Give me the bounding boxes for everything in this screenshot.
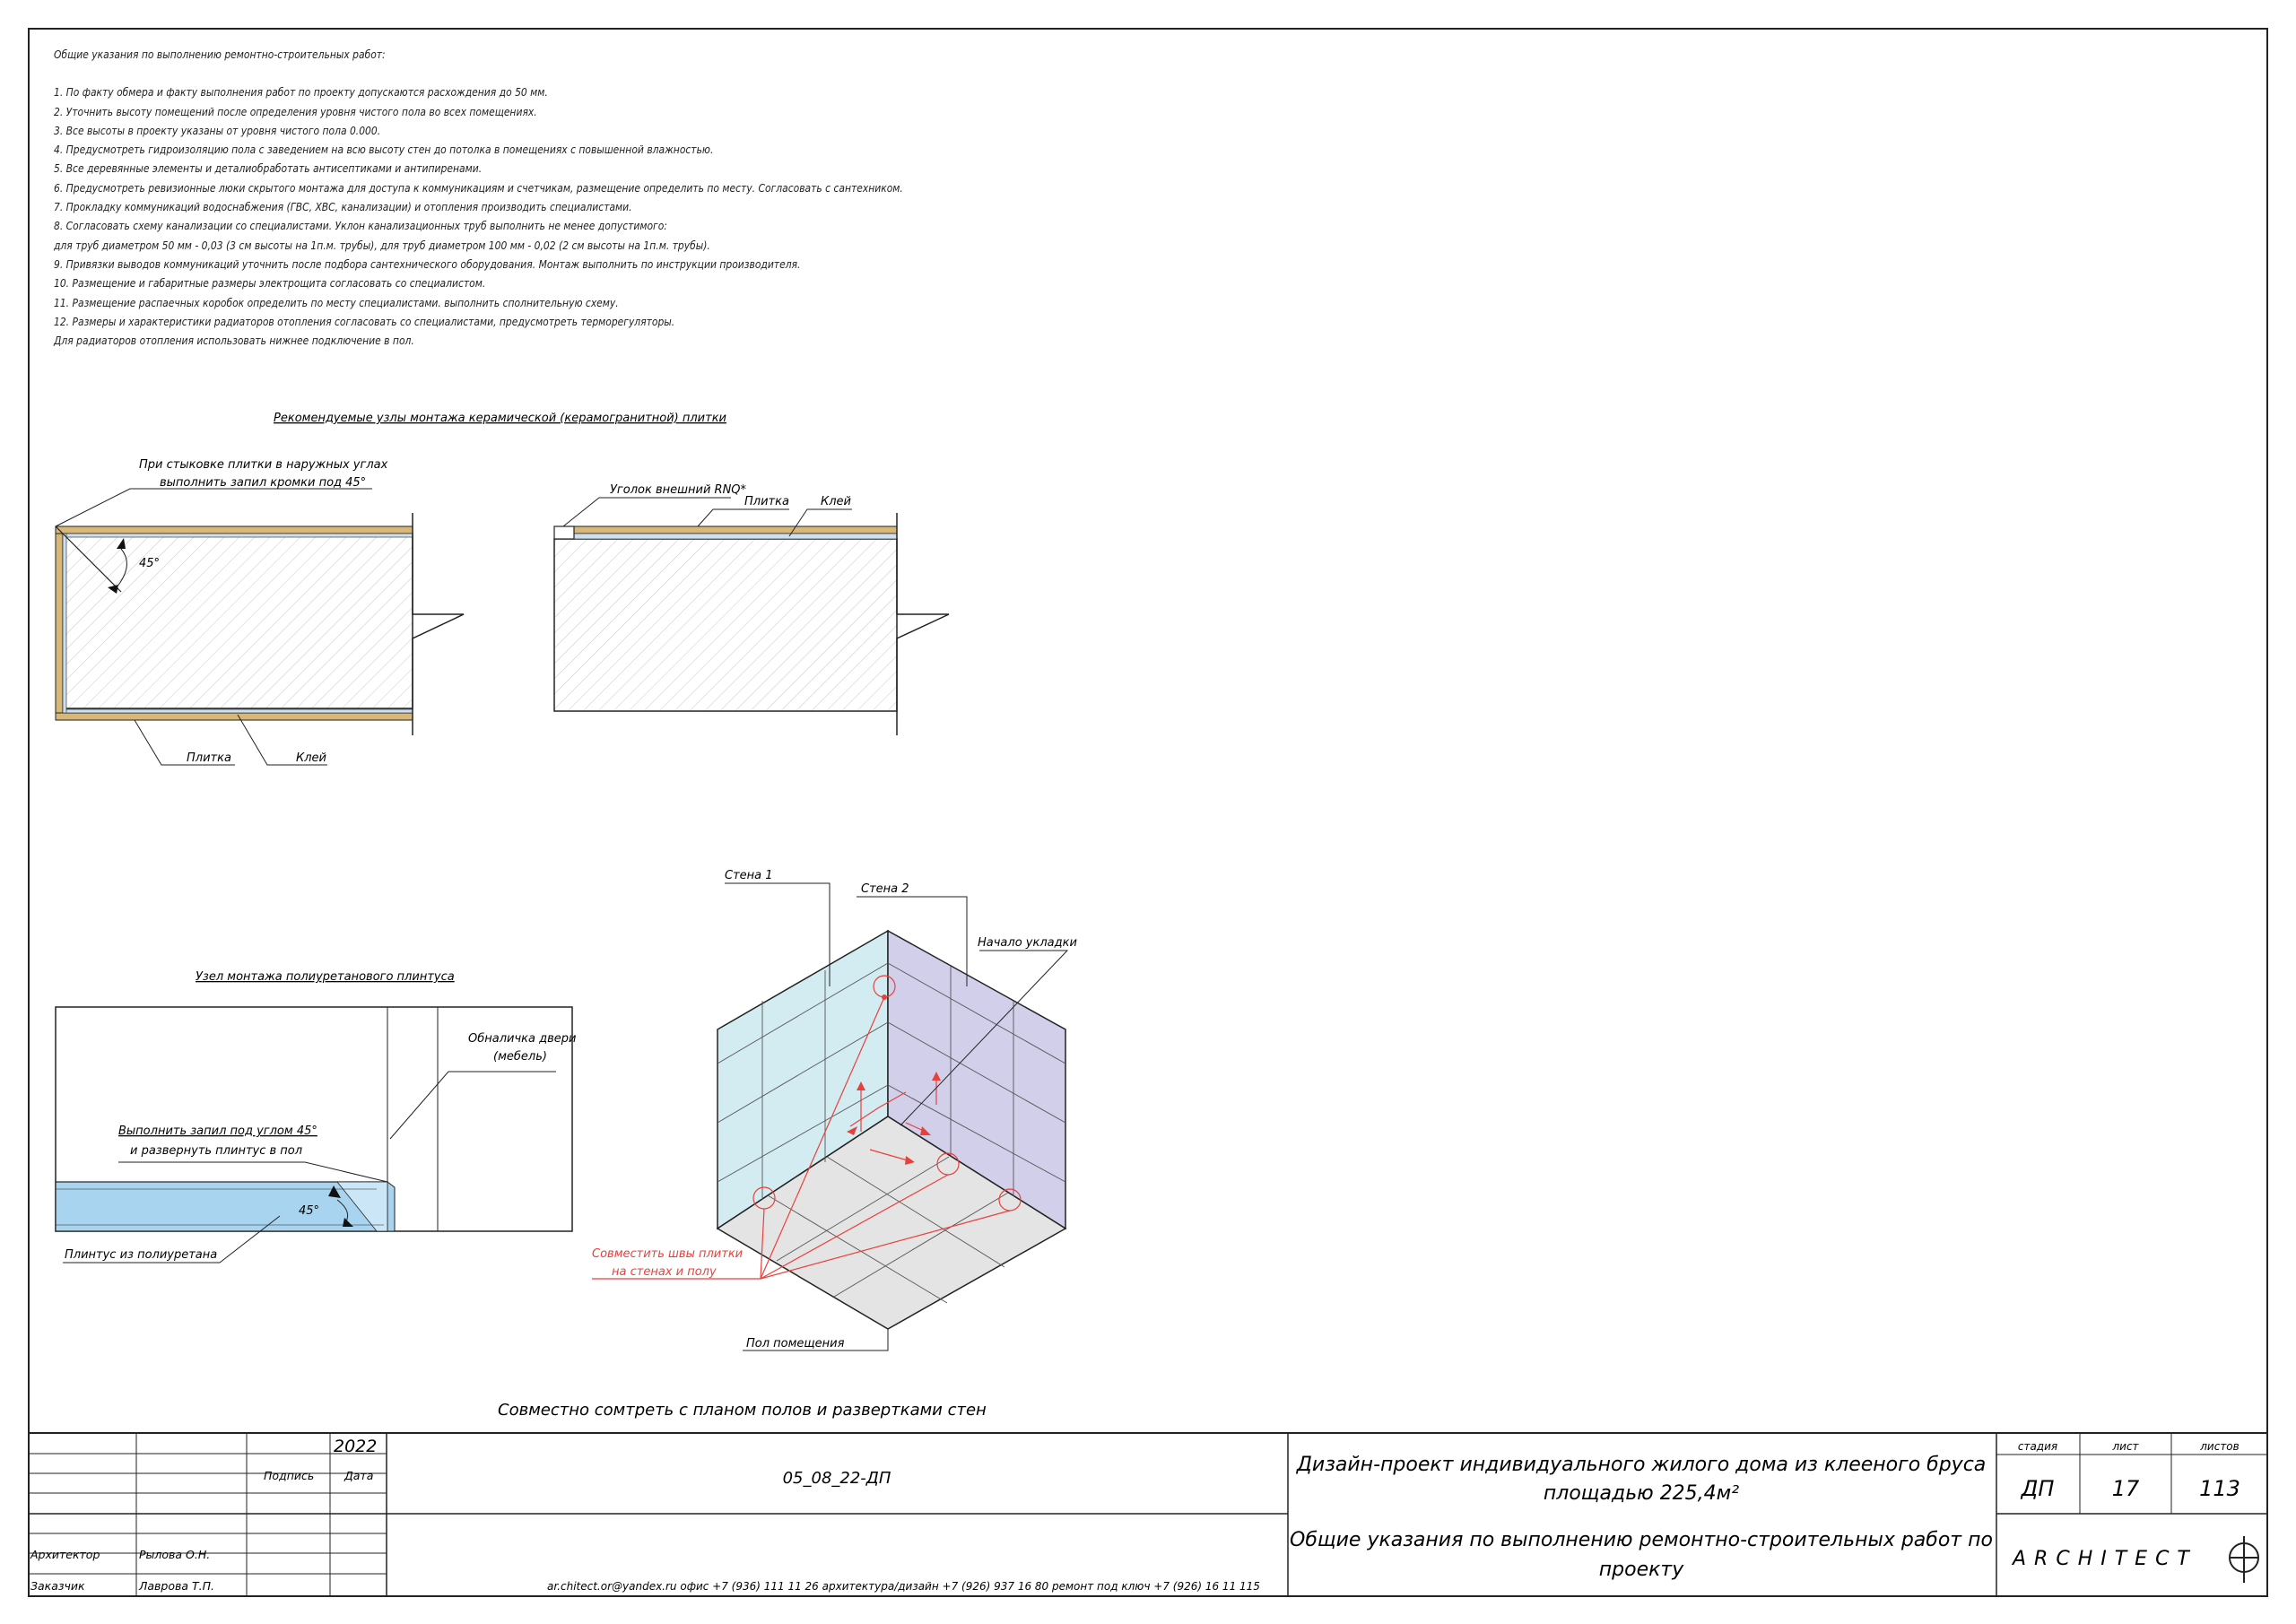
- architect-name: Рылова О.Н.: [139, 1548, 210, 1561]
- note-item: Для радиаторов отопления использовать ни…: [54, 334, 414, 348]
- tile-profile-detail: Уголок внешний RNQ* Плитка Клей: [553, 483, 950, 735]
- sheets-header: листов: [2199, 1440, 2239, 1453]
- note-item: 3. Все высоты в проекту указаны от уровн…: [54, 123, 381, 137]
- skirting-cut-line2: и развернуть плинтус в пол: [130, 1144, 302, 1158]
- client-role: Заказчик: [30, 1579, 85, 1593]
- note-item: 1. По факту обмера и факту выполнения ра…: [54, 85, 548, 100]
- joint-label-line2: на стенах и полу: [612, 1265, 717, 1279]
- start-label: Начало укладки: [978, 936, 1077, 950]
- sheet-value: 17: [2112, 1476, 2140, 1501]
- year: 2022: [334, 1437, 377, 1456]
- skirting-cut-line1: Выполнить запил под углом 45°: [118, 1125, 317, 1138]
- glue-label-2: Клей: [821, 495, 851, 508]
- note-item: 5. Все деревянные элементы и деталиобраб…: [54, 161, 483, 176]
- title-block: [28, 1432, 2268, 1597]
- sheet-header: лист: [2111, 1440, 2139, 1453]
- glue-label: Клей: [296, 751, 326, 765]
- signature-header: Подпись: [264, 1469, 314, 1482]
- architect-role: Архитектор: [30, 1548, 100, 1561]
- joint-label-line1: Совместить швы плитки: [592, 1247, 743, 1261]
- architect-logo: ARCHITECT: [2011, 1548, 2197, 1570]
- skirting-detail: Узел монтажа полиуретанового плинтуса 45…: [55, 970, 576, 1264]
- skirting-material: Плинтус из полиуретана: [65, 1248, 217, 1262]
- tile-note-line2: выполнить запил кромки под 45°: [160, 476, 366, 490]
- date-header: Дата: [344, 1469, 373, 1482]
- wall1-label: Стена 1: [725, 869, 773, 882]
- note-item: 12. Размеры и характеристики радиаторов …: [54, 314, 675, 328]
- sheet-frame: [28, 28, 2268, 1597]
- stage-value: ДП: [2021, 1476, 2055, 1501]
- tile-angle-label: 45°: [139, 557, 160, 570]
- tile-label: Плитка: [187, 751, 231, 765]
- note-item: 6. Предусмотреть ревизионные люки скрыто…: [54, 180, 903, 195]
- note-item: 10. Размещение и габаритные размеры элек…: [54, 276, 486, 291]
- floor-label: Пол помещения: [746, 1337, 845, 1350]
- footer-note: Совместно сомтреть с планом полов и разв…: [498, 1401, 987, 1420]
- note-item: 11. Размещение распаечных коробок опреде…: [54, 295, 619, 309]
- note-item: 2. Уточнить высоту помещений после опред…: [54, 104, 537, 118]
- sheet-title-line1: Общие указания по выполнению ремонтно-ст…: [1290, 1529, 1993, 1551]
- logo-mark-icon: [2229, 1536, 2259, 1583]
- iso-tile-scheme: Стена 1 Стена 2 Начало укладки Совместит…: [592, 869, 1077, 1351]
- stage-header: стадия: [2018, 1440, 2057, 1453]
- title-block-text: 2022 Подпись Дата Архитектор Рылова О.Н.…: [30, 1437, 2259, 1593]
- sheets-value: 113: [2199, 1476, 2240, 1501]
- note-item: 7. Прокладку коммуникаций водоснабжения …: [54, 200, 632, 214]
- tile-note-line1: При стыковке плитки в наружных углах: [139, 458, 388, 472]
- project-title-line1: Дизайн-проект индивидуального жилого дом…: [1296, 1454, 1987, 1476]
- wall2-label: Стена 2: [861, 882, 909, 896]
- notes-heading: Общие указания по выполнению ремонтно-ст…: [54, 48, 386, 61]
- contacts: ar.chitect.or@yandex.ru офис +7 (936) 11…: [547, 1580, 1260, 1593]
- note-item: 9. Привязки выводов коммуникаций уточнит…: [54, 256, 801, 271]
- note-item: 8. Согласовать схему канализации со спец…: [54, 219, 667, 233]
- tile-corner-detail: 45° При стыковке плитки в наружных углах…: [55, 458, 465, 766]
- corner-profile-label: Уголок внешний RNQ*: [610, 483, 747, 497]
- client-name: Лаврова Т.П.: [138, 1579, 214, 1593]
- sheet-title-line2: проекту: [1599, 1559, 1684, 1581]
- door-trim-line1: Обналичка двери: [468, 1032, 576, 1046]
- door-trim-line2: (мебель): [493, 1050, 547, 1064]
- skirting-title: Узел монтажа полиуретанового плинтуса: [196, 970, 455, 984]
- note-item: 4. Предусмотреть гидроизоляцию пола с за…: [54, 143, 714, 157]
- note-item: для труб диаметром 50 мм - 0,03 (3 см вы…: [54, 238, 710, 252]
- project-title-line2: площадью 225,4м²: [1544, 1482, 1739, 1505]
- tile-section-title: Рекомендуемые узлы монтажа керамической …: [274, 412, 726, 425]
- general-notes: Общие указания по выполнению ремонтно-ст…: [54, 45, 903, 350]
- drawing-code: 05_08_22-ДП: [783, 1469, 891, 1488]
- tile-label-2: Плитка: [744, 495, 789, 508]
- skirting-angle: 45°: [299, 1204, 319, 1218]
